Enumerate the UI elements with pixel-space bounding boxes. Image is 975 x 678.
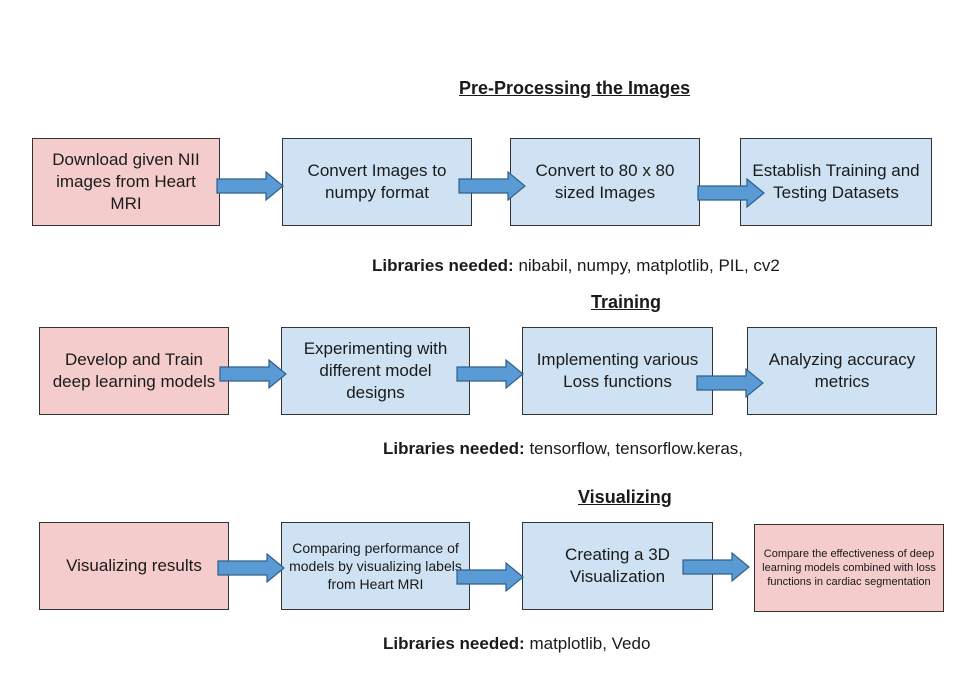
section-title-training: Training [591,292,662,312]
libraries-label: Libraries needed: [372,256,514,275]
step-convert-numpy: Convert Images to numpy format [282,138,472,226]
flow-arrow [696,368,764,398]
flow-arrow [219,359,287,389]
libraries-list: tensorflow, tensorflow.keras, [529,439,743,458]
step-experimenting-designs: Experimenting with different model desig… [281,327,470,415]
flow-arrow [216,171,284,201]
step-download-nii: Download given NII images from Heart MRI [32,138,220,226]
libraries-preprocessing: Libraries needed: nibabil, numpy, matplo… [372,256,780,276]
flow-arrow [697,178,765,208]
libraries-list: nibabil, numpy, matplotlib, PIL, cv2 [518,256,780,275]
libraries-label: Libraries needed: [383,439,525,458]
step-develop-train: Develop and Train deep learning models [39,327,229,415]
step-compare-effectiveness: Compare the effectiveness of deep learni… [754,524,944,612]
step-3d-visualization: Creating a 3D Visualization [522,522,713,610]
flow-arrow [217,553,285,583]
flow-arrow [682,552,750,582]
step-visualizing-results: Visualizing results [39,522,229,610]
step-comparing-performance: Comparing performance of models by visua… [281,522,470,610]
libraries-list: matplotlib, Vedo [529,634,651,653]
section-title-preprocessing: Pre-Processing the Images [459,78,691,98]
libraries-visualizing: Libraries needed: matplotlib, Vedo [383,634,650,654]
libraries-label: Libraries needed: [383,634,525,653]
flow-arrow [458,171,526,201]
step-training-testing-datasets: Establish Training and Testing Datasets [740,138,932,226]
libraries-training: Libraries needed: tensorflow, tensorflow… [383,439,743,459]
flow-arrow [456,562,524,592]
step-accuracy-metrics: Analyzing accuracy metrics [747,327,937,415]
section-title-visualizing: Visualizing [578,487,672,507]
flow-arrow [456,359,524,389]
step-loss-functions: Implementing various Loss functions [522,327,713,415]
step-convert-80x80: Convert to 80 x 80 sized Images [510,138,700,226]
